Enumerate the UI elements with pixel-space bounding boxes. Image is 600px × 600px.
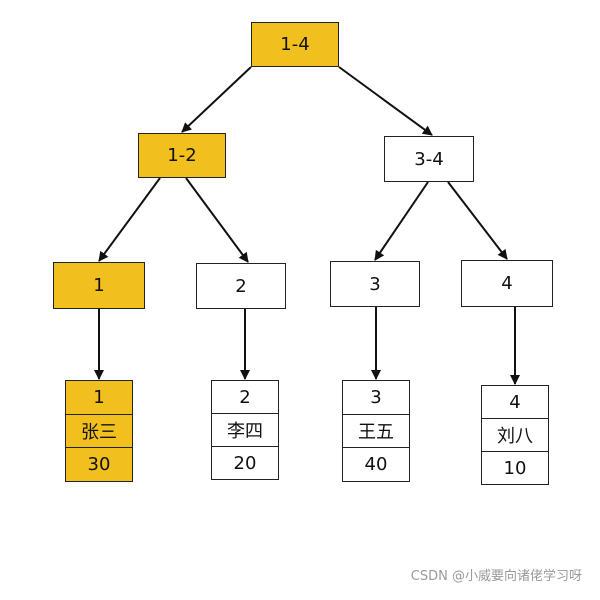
record-age: 40 xyxy=(343,447,409,481)
edge-root-left xyxy=(181,66,252,133)
record-name: 张三 xyxy=(66,413,132,448)
record-3: 3 王五 40 xyxy=(342,380,410,482)
edge-right-leaf3 xyxy=(374,181,429,261)
record-id: 3 xyxy=(370,386,382,408)
edge-left-leaf2 xyxy=(185,177,249,263)
record-1: 1 张三 30 xyxy=(65,380,133,482)
record-id: 2 xyxy=(239,386,251,408)
node-1: 1 xyxy=(53,262,145,309)
node-label: 3 xyxy=(369,273,381,295)
record-2: 2 李四 20 xyxy=(211,380,279,480)
node-label: 2 xyxy=(235,275,247,297)
record-id: 4 xyxy=(509,391,521,413)
node-3-4: 3-4 xyxy=(384,136,474,182)
node-1-2: 1-2 xyxy=(138,133,226,178)
node-3: 3 xyxy=(330,261,420,307)
edge-right-leaf4 xyxy=(447,181,508,260)
record-age: 20 xyxy=(212,446,278,479)
node-label: 4 xyxy=(501,273,513,294)
node-label: 1-4 xyxy=(280,34,310,55)
record-name: 王五 xyxy=(343,413,409,448)
record-age: 30 xyxy=(66,447,132,481)
node-2: 2 xyxy=(196,263,286,309)
edge-left-leaf1 xyxy=(98,177,161,262)
record-name: 李四 xyxy=(212,413,278,446)
node-1-4: 1-4 xyxy=(251,22,339,67)
record-age: 10 xyxy=(482,451,548,484)
node-label: 1 xyxy=(93,275,105,296)
node-4: 4 xyxy=(461,260,553,307)
node-label: 1-2 xyxy=(167,145,197,166)
record-id: 1 xyxy=(93,386,105,408)
record-name: 刘八 xyxy=(482,418,548,451)
edge-root-right xyxy=(338,66,433,136)
node-label: 3-4 xyxy=(414,148,444,170)
record-4: 4 刘八 10 xyxy=(481,385,549,485)
watermark: CSDN @小威要向诸佬学习呀 xyxy=(410,569,582,584)
